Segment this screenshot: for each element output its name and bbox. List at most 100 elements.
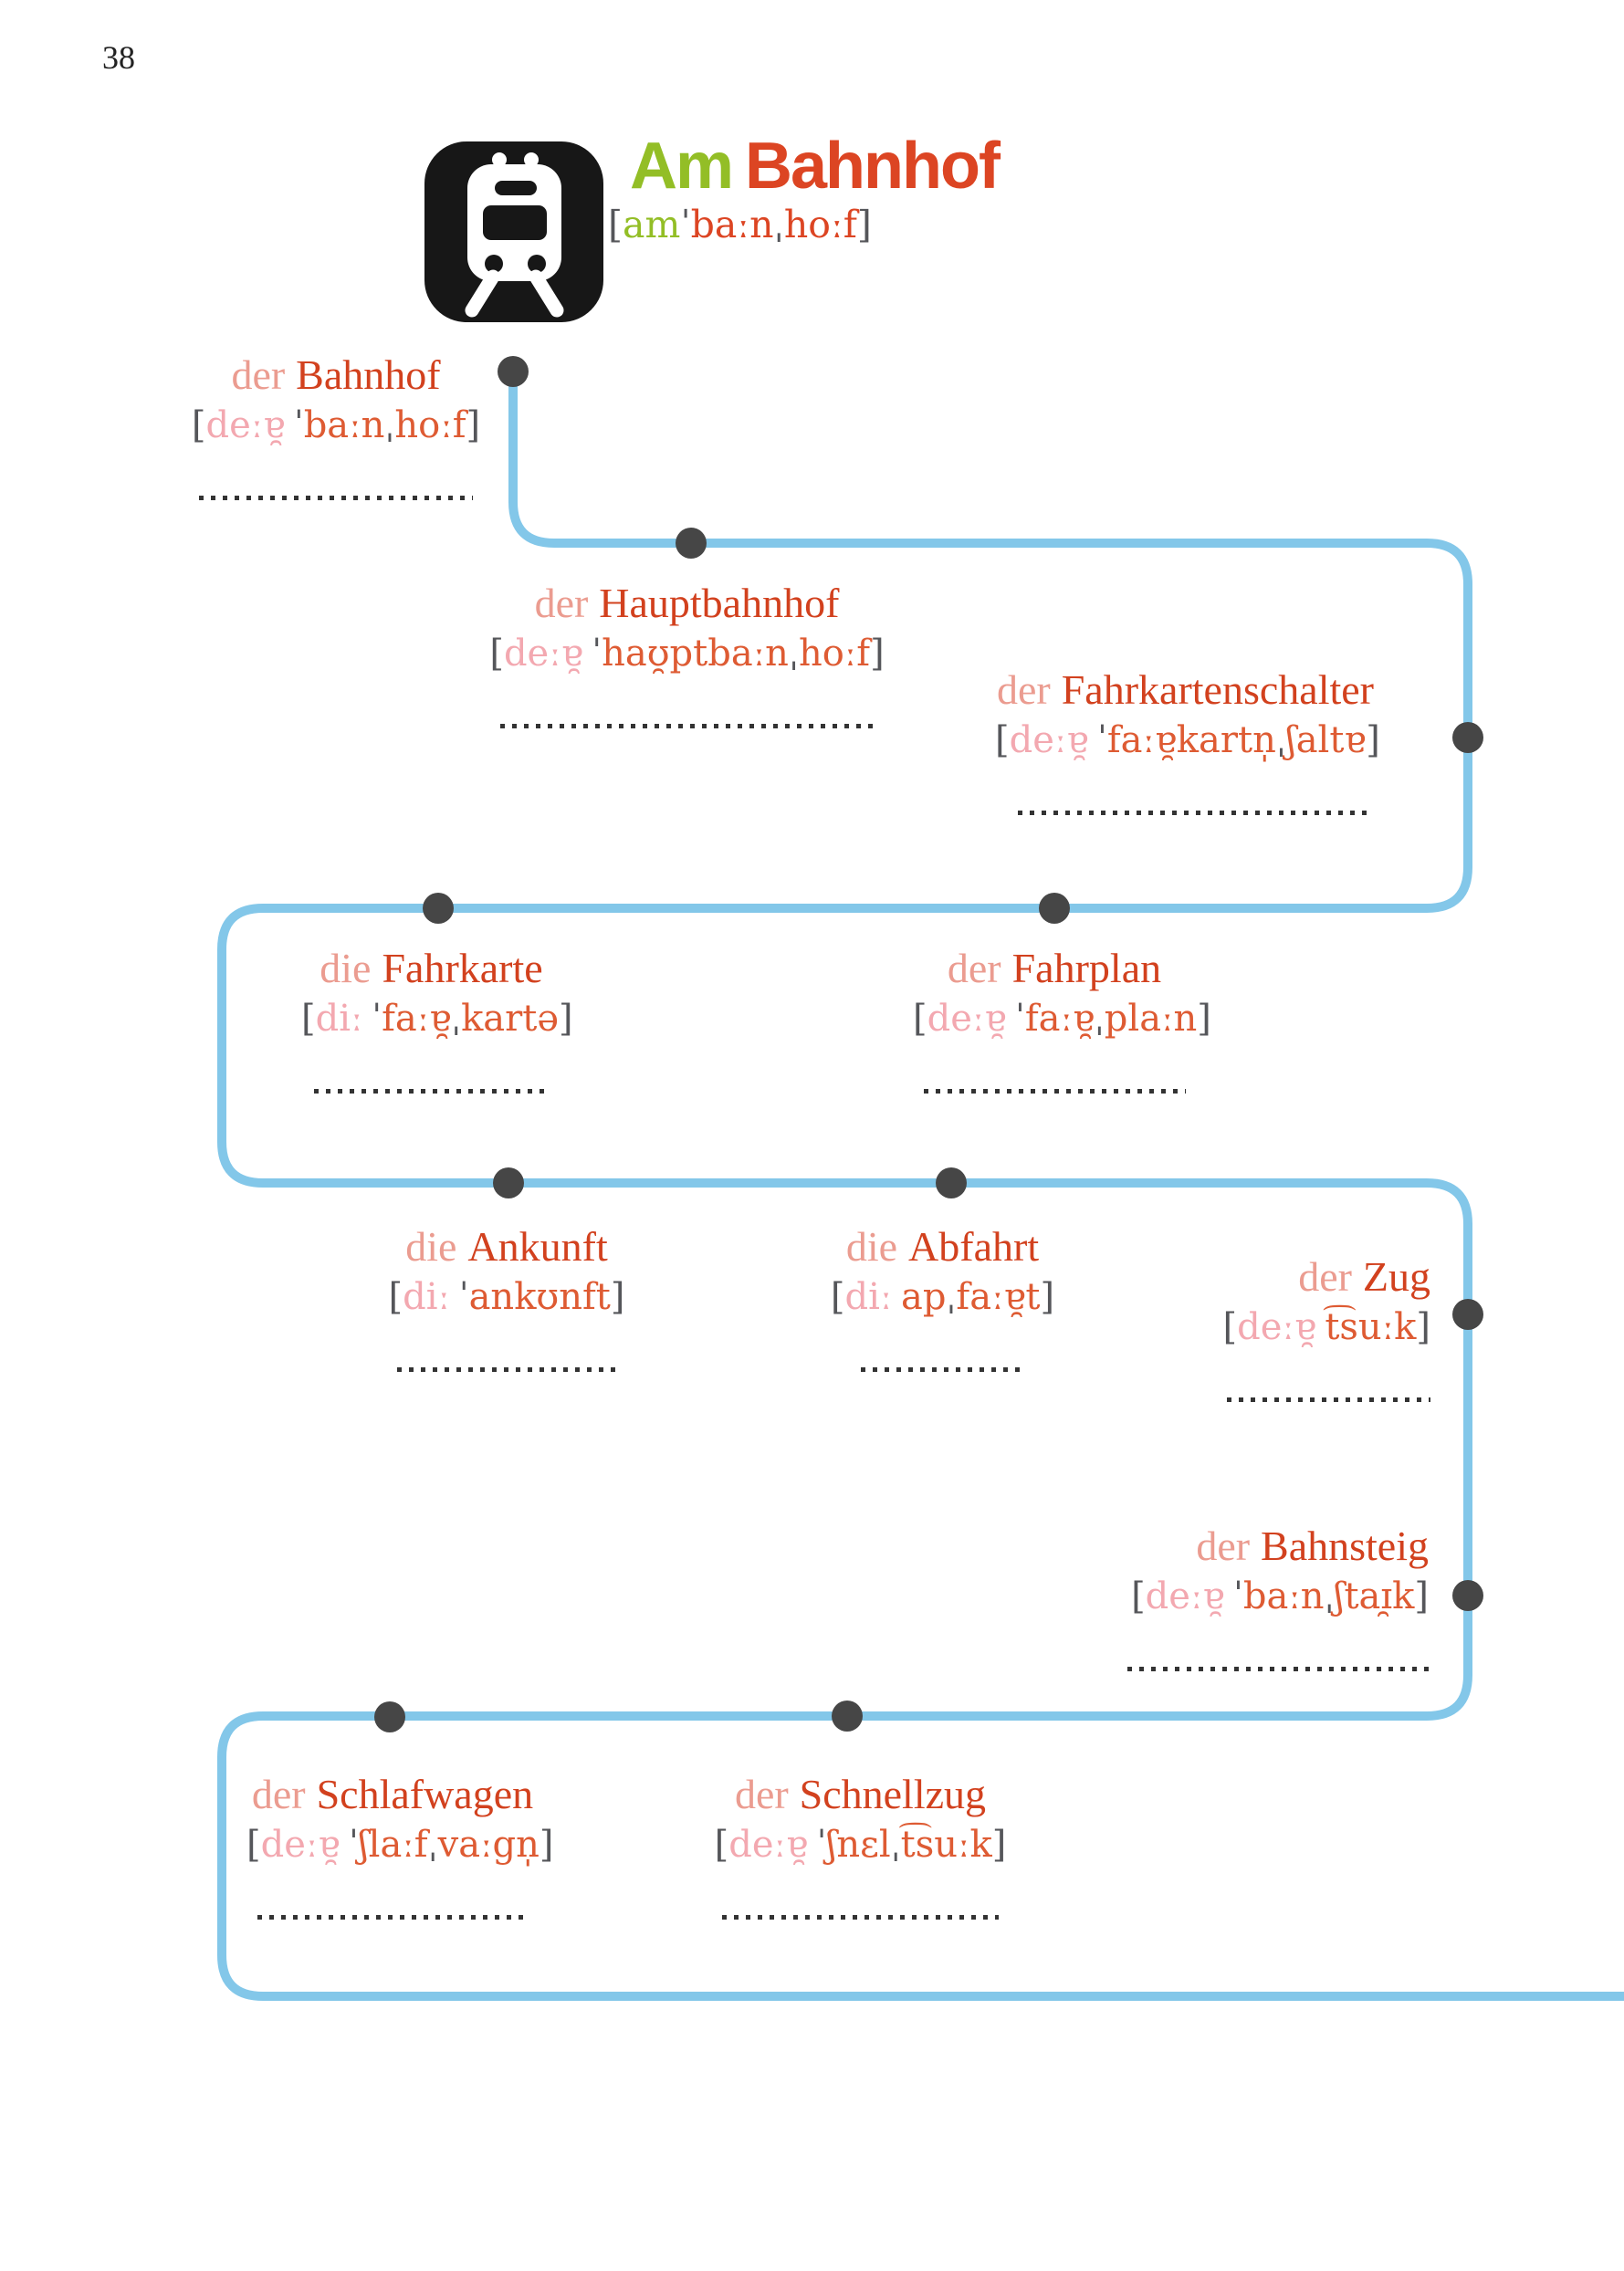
ipa-rest: ˈbaːnˌʃtaɪ̯k — [1232, 1575, 1415, 1617]
train-icon — [424, 141, 603, 322]
noun: Ankunft — [467, 1223, 608, 1270]
noun: Abfahrt — [908, 1223, 1040, 1270]
ipa-rest: ˈbaːnˌhoːf — [293, 404, 466, 446]
title-noun: Bahnhof — [745, 130, 1001, 203]
station-dot-fahrkartenschalter — [1452, 722, 1483, 753]
title-article: Am — [630, 130, 734, 203]
ipa-article: diː — [315, 998, 363, 1040]
station-dot-bahnhof — [498, 356, 529, 387]
vocab-ipa: [deːɐ̯ˈfaːɐ̯kartn̩ˌʃaltɐ] — [995, 719, 1380, 761]
noun: Fahrkartenschalter — [1061, 666, 1374, 713]
vocab-ipa: [deːɐ̯ˈhaʊ̯ptbaːnˌhoːf] — [489, 633, 885, 675]
station-dot-bahnsteig — [1452, 1580, 1483, 1611]
station-dot-hauptbahnhof — [676, 528, 707, 559]
page-number: 38 — [102, 39, 135, 76]
ipa-article: deːɐ̯ — [260, 1824, 341, 1866]
writing-line — [923, 1089, 1186, 1094]
ipa-article: diː — [403, 1276, 450, 1318]
writing-line — [397, 1367, 616, 1372]
writing-line — [722, 1915, 999, 1920]
station-dot-abfahrt — [936, 1167, 967, 1198]
ipa-rest: apˌfaːɐ̯t — [900, 1276, 1041, 1318]
noun: Zug — [1362, 1253, 1430, 1300]
vocab-ipa: [deːɐ̯ˈbaːnˌʃtaɪ̯k] — [1131, 1575, 1429, 1617]
article: die — [845, 1223, 898, 1270]
title-ipa-article: am — [623, 203, 681, 246]
article: der — [1298, 1253, 1352, 1300]
ipa-article: deːɐ̯ — [728, 1824, 808, 1866]
vocab-ipa: [deːɐ̯ˈʃnɛlˌt͡suːk] — [714, 1824, 1007, 1866]
writing-line — [199, 496, 473, 500]
writing-line — [257, 1915, 529, 1920]
station-dot-schlafwagen — [374, 1701, 405, 1732]
title-ipa-rest: ˈbaːnˌhoːf — [680, 203, 857, 246]
noun: Schnellzug — [799, 1771, 987, 1817]
ipa-article: deːɐ̯ — [1237, 1306, 1316, 1348]
writing-line — [1227, 1397, 1430, 1402]
vocab-ipa: [deːɐ̯ˈfaːɐ̯ˌplaːn] — [913, 998, 1211, 1040]
noun: Fahrplan — [1011, 945, 1162, 991]
writing-line — [860, 1367, 1025, 1372]
ipa-article: deːɐ̯ — [1009, 719, 1089, 761]
ipa-article: deːɐ̯ — [927, 998, 1007, 1040]
ipa-rest: ˈfaːɐ̯kartn̩ˌʃaltɐ — [1096, 719, 1367, 761]
ipa-rest: ˈfaːɐ̯ˌkartə — [372, 998, 560, 1040]
ipa-rest: ˈfaːɐ̯ˌplaːn — [1014, 998, 1198, 1040]
station-dot-fahrplan — [1039, 893, 1070, 924]
article: der — [251, 1771, 306, 1817]
writing-line — [1127, 1667, 1429, 1671]
noun: Schlafwagen — [316, 1771, 534, 1817]
article: der — [534, 580, 589, 626]
article: der — [997, 666, 1051, 713]
article: der — [734, 1771, 789, 1817]
noun: Hauptbahnhof — [599, 580, 840, 626]
noun: Bahnsteig — [1261, 1523, 1429, 1569]
ipa-article: deːɐ̯ — [205, 404, 286, 446]
station-dot-fahrkarte — [423, 893, 454, 924]
ipa-article: diː — [844, 1276, 893, 1318]
vocab-ipa: [deːɐ̯t͡suːk] — [1222, 1306, 1431, 1348]
noun: Bahnhof — [296, 351, 441, 398]
page-title-ipa: [amˈbaːnˌhoːf] — [608, 203, 872, 246]
metro-line — [217, 372, 1624, 2001]
ipa-rest: t͡suːk — [1325, 1306, 1417, 1348]
ipa-rest: ˈhaʊ̯ptbaːnˌhoːf — [592, 633, 871, 675]
station-dot-zug — [1452, 1299, 1483, 1330]
article: der — [231, 351, 286, 398]
ipa-rest: ˈankʊnft — [458, 1276, 611, 1318]
ipa-rest: ˈʃnɛlˌt͡suːk — [816, 1824, 992, 1866]
writing-line — [313, 1089, 550, 1094]
station-dot-schnellzug — [832, 1701, 863, 1732]
ipa-rest: ˈʃlaːfˌvaːgn̩ — [348, 1824, 540, 1866]
article: die — [405, 1223, 457, 1270]
vocab-ipa: [deːɐ̯ˈʃlaːfˌvaːgn̩] — [246, 1824, 554, 1866]
article: die — [320, 945, 372, 991]
noun: Fahrkarte — [382, 945, 543, 991]
article: der — [947, 945, 1001, 991]
vocab-ipa: [deːɐ̯ˈbaːnˌhoːf] — [191, 404, 481, 446]
